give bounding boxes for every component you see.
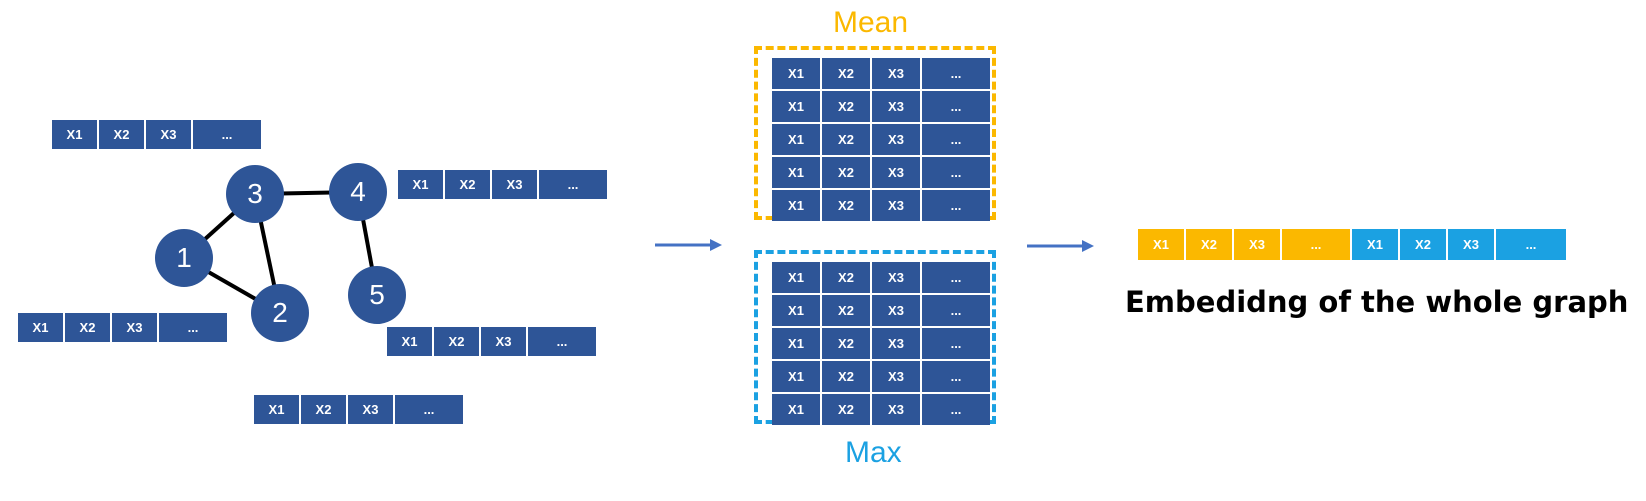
matrix-cell: X2 [822, 58, 870, 89]
feature-cell: ... [159, 313, 227, 342]
feature-cell: ... [539, 170, 607, 199]
matrix-cell: X2 [822, 91, 870, 122]
feature-cell: ... [395, 395, 463, 424]
feature-vector-node-3: X1 X2 X3 ... [52, 120, 261, 149]
matrix-cell: X3 [872, 328, 920, 359]
matrix-cell: X1 [772, 328, 820, 359]
matrix-cell: ... [922, 394, 990, 425]
feature-cell: X1 [254, 395, 301, 424]
matrix-cell: X2 [822, 361, 870, 392]
matrix-cell: X3 [872, 58, 920, 89]
embedding-caption: Embedidng of the whole graph [1125, 285, 1629, 319]
matrix-cell: ... [922, 58, 990, 89]
graph-embedding-vector: X1 X2 X3 ... X1 X2 X3 ... [1138, 229, 1566, 260]
matrix-cell: X3 [872, 124, 920, 155]
matrix-cell: X1 [772, 394, 820, 425]
matrix-cell: ... [922, 190, 990, 221]
embedding-max-cell: X1 [1352, 229, 1400, 260]
graph-node-5 [348, 266, 406, 324]
matrix-cell: ... [922, 91, 990, 122]
feature-cell: ... [528, 327, 596, 356]
feature-cell: X2 [445, 170, 492, 199]
feature-cell: X1 [18, 313, 65, 342]
matrix-cell: X1 [772, 58, 820, 89]
feature-cell: X3 [112, 313, 159, 342]
matrix-cell: X1 [772, 295, 820, 326]
feature-cell: X2 [99, 120, 146, 149]
max-label: Max [845, 436, 902, 469]
feature-cell: X3 [481, 327, 528, 356]
embedding-max-cell: ... [1496, 229, 1566, 260]
matrix-cell: X2 [822, 157, 870, 188]
matrix-cell: X2 [822, 190, 870, 221]
embedding-mean-cell: ... [1282, 229, 1352, 260]
matrix-cell: ... [922, 295, 990, 326]
feature-cell: X2 [434, 327, 481, 356]
embedding-max-cell: X2 [1400, 229, 1448, 260]
matrix-cell: X3 [872, 157, 920, 188]
node-label-4: 4 [350, 176, 366, 207]
embedding-mean-cell: X1 [1138, 229, 1186, 260]
feature-cell: ... [193, 120, 261, 149]
matrix-cell: ... [922, 328, 990, 359]
feature-cell: X3 [348, 395, 395, 424]
feature-cell: X2 [65, 313, 112, 342]
feature-cell: X1 [52, 120, 99, 149]
graph-node-2 [251, 284, 309, 342]
feature-vector-node-2: X1 X2 X3 ... [254, 395, 463, 424]
matrix-cell: X3 [872, 361, 920, 392]
graph-node-3 [226, 165, 284, 223]
matrix-cell: X3 [872, 91, 920, 122]
matrix-cell: X2 [822, 328, 870, 359]
matrix-cell: ... [922, 157, 990, 188]
feature-cell: X3 [492, 170, 539, 199]
embedding-max-cell: X3 [1448, 229, 1496, 260]
matrix-cell: ... [922, 361, 990, 392]
matrix-cell: X1 [772, 361, 820, 392]
embedding-mean-cell: X3 [1234, 229, 1282, 260]
matrix-cell: X1 [772, 190, 820, 221]
matrix-cell: X1 [772, 157, 820, 188]
matrix-cell: X3 [872, 262, 920, 293]
feature-cell: X2 [301, 395, 348, 424]
arrow-to-pooling [655, 239, 722, 251]
embedding-mean-cell: X2 [1186, 229, 1234, 260]
matrix-cell: X1 [772, 262, 820, 293]
matrix-cell: ... [922, 262, 990, 293]
matrix-cell: X3 [872, 190, 920, 221]
graph-node-1 [155, 229, 213, 287]
matrix-cell: X1 [772, 91, 820, 122]
node-label-3: 3 [247, 178, 263, 209]
feature-cell: X3 [146, 120, 193, 149]
matrix-cell: X1 [772, 124, 820, 155]
feature-cell: X1 [387, 327, 434, 356]
node-label-5: 5 [369, 279, 385, 310]
feature-vector-node-5: X1 X2 X3 ... [387, 327, 596, 356]
mean-label: Mean [833, 6, 909, 39]
node-label-1: 1 [176, 242, 192, 273]
matrix-cell: X3 [872, 394, 920, 425]
matrix-cell: X2 [822, 394, 870, 425]
matrix-cell: X3 [872, 295, 920, 326]
feature-vector-node-4: X1 X2 X3 ... [398, 170, 607, 199]
feature-vector-node-1: X1 X2 X3 ... [18, 313, 227, 342]
matrix-cell: X2 [822, 124, 870, 155]
graph-node-4 [329, 163, 387, 221]
arrow-to-embedding [1027, 240, 1094, 252]
node-label-2: 2 [272, 297, 288, 328]
matrix-cell: X2 [822, 295, 870, 326]
matrix-cell: ... [922, 124, 990, 155]
matrix-cell: X2 [822, 262, 870, 293]
feature-cell: X1 [398, 170, 445, 199]
